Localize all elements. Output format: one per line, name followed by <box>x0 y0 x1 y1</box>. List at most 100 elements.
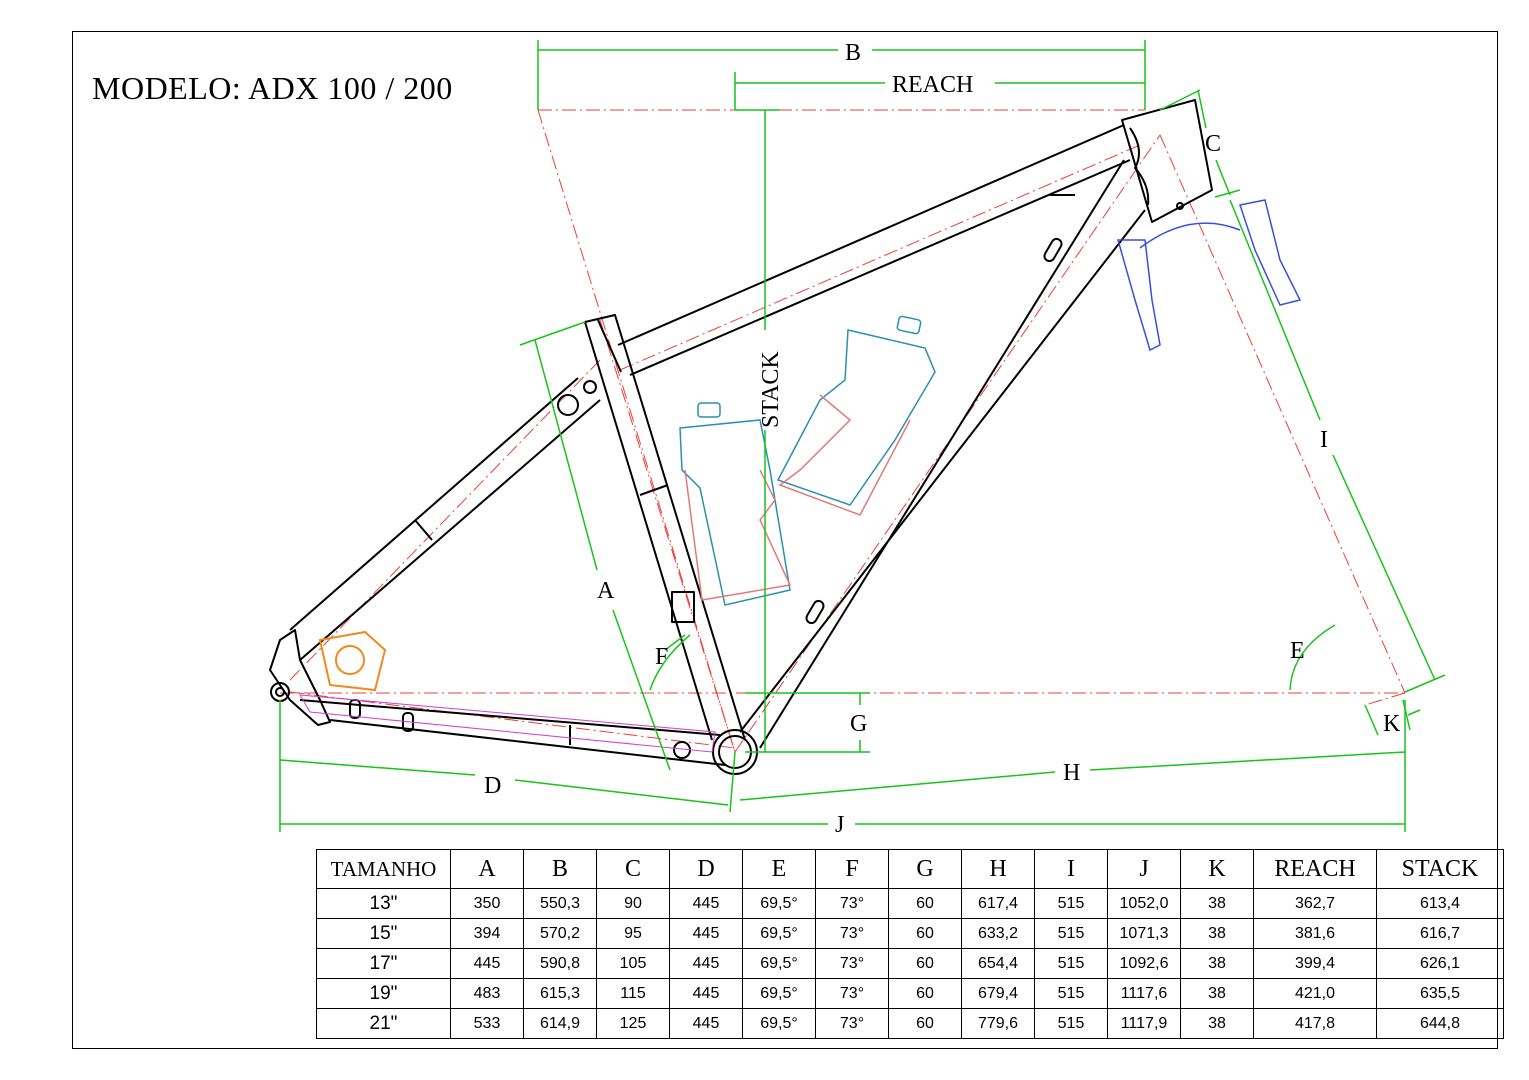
dim-label-c: C <box>1205 131 1221 157</box>
cell-h: 779,6 <box>961 1008 1035 1039</box>
header-b: B <box>523 849 597 889</box>
cell-j: 1117,9 <box>1107 1008 1181 1039</box>
header-h: H <box>961 849 1035 889</box>
cell-a: 483 <box>450 978 524 1009</box>
cell-stack: 616,7 <box>1376 918 1504 949</box>
table-row: 15" 394 570,2 95 445 69,5° 73° 60 633,2 … <box>316 918 1504 949</box>
cell-k: 38 <box>1180 888 1254 919</box>
cell-j: 1052,0 <box>1107 888 1181 919</box>
cell-b: 615,3 <box>523 978 597 1009</box>
table-row: 17" 445 590,8 105 445 69,5° 73° 60 654,4… <box>316 948 1504 979</box>
dim-label-b: B <box>845 40 861 66</box>
cell-reach: 399,4 <box>1253 948 1377 979</box>
cell-h: 617,4 <box>961 888 1035 919</box>
cell-d: 445 <box>669 978 743 1009</box>
cell-g: 60 <box>888 978 962 1009</box>
cell-h: 633,2 <box>961 918 1035 949</box>
dim-label-g: G <box>850 711 867 737</box>
cell-i: 515 <box>1034 888 1108 919</box>
header-i: I <box>1034 849 1108 889</box>
cell-size: 13" <box>316 888 451 919</box>
header-a: A <box>450 849 524 889</box>
cell-b: 614,9 <box>523 1008 597 1039</box>
cell-i: 515 <box>1034 918 1108 949</box>
chainstay-highlight <box>299 694 716 753</box>
cell-stack: 635,5 <box>1376 978 1504 1009</box>
header-c: C <box>596 849 670 889</box>
dim-label-j: J <box>835 812 844 838</box>
drawing-border <box>72 31 1498 1049</box>
dim-label-h: H <box>1063 760 1080 786</box>
header-reach: REACH <box>1253 849 1377 889</box>
cell-k: 38 <box>1180 918 1254 949</box>
dim-label-a: A <box>597 578 615 604</box>
cell-f: 73° <box>815 948 889 979</box>
geometry-table: TAMANHO A B C D E F G H I J K REACH STAC… <box>316 849 1504 1039</box>
cell-a: 445 <box>450 948 524 979</box>
header-g: G <box>888 849 962 889</box>
bottle-cages <box>684 394 911 601</box>
cell-e: 69,5° <box>742 978 816 1009</box>
dim-label-f: F <box>655 644 668 670</box>
cell-size: 17" <box>316 948 451 979</box>
cell-e: 69,5° <box>742 888 816 919</box>
dim-label-i: I <box>1320 427 1328 453</box>
cell-size: 19" <box>316 978 451 1009</box>
cell-e: 69,5° <box>742 918 816 949</box>
cell-d: 445 <box>669 948 743 979</box>
cell-k: 38 <box>1180 948 1254 979</box>
cell-d: 445 <box>669 1008 743 1039</box>
cell-i: 515 <box>1034 1008 1108 1039</box>
construction-lines <box>280 109 1406 753</box>
geometry-table-header-row: TAMANHO A B C D E F G H I J K REACH STAC… <box>316 849 1504 889</box>
disc-brake-caliper <box>318 630 387 692</box>
header-size: TAMANHO <box>316 849 451 889</box>
cell-k: 38 <box>1180 978 1254 1009</box>
cell-stack: 613,4 <box>1376 888 1504 919</box>
cell-b: 590,8 <box>523 948 597 979</box>
cell-reach: 362,7 <box>1253 888 1377 919</box>
cell-f: 73° <box>815 918 889 949</box>
cell-a: 533 <box>450 1008 524 1039</box>
front-fork <box>1117 199 1302 352</box>
cell-d: 445 <box>669 918 743 949</box>
cell-size: 15" <box>316 918 451 949</box>
cell-c: 105 <box>596 948 670 979</box>
cell-i: 515 <box>1034 978 1108 1009</box>
bike-frame <box>269 99 1213 775</box>
cell-b: 570,2 <box>523 918 597 949</box>
cell-a: 350 <box>450 888 524 919</box>
cell-g: 60 <box>888 918 962 949</box>
header-j: J <box>1107 849 1181 889</box>
cell-a: 394 <box>450 918 524 949</box>
cell-h: 654,4 <box>961 948 1035 979</box>
cell-k: 38 <box>1180 1008 1254 1039</box>
cell-b: 550,3 <box>523 888 597 919</box>
cell-g: 60 <box>888 948 962 979</box>
cell-c: 95 <box>596 918 670 949</box>
cell-f: 73° <box>815 1008 889 1039</box>
dimension-label-texts: B REACH C I E A F G K D H J STACK <box>484 40 1401 838</box>
cell-f: 73° <box>815 888 889 919</box>
cell-c: 125 <box>596 1008 670 1039</box>
dimension-lines <box>279 40 1446 832</box>
cell-c: 115 <box>596 978 670 1009</box>
cell-c: 90 <box>596 888 670 919</box>
dim-label-reach: REACH <box>892 72 973 98</box>
cell-e: 69,5° <box>742 1008 816 1039</box>
cell-h: 679,4 <box>961 978 1035 1009</box>
header-stack: STACK <box>1376 849 1504 889</box>
header-d: D <box>669 849 743 889</box>
cell-g: 60 <box>888 888 962 919</box>
model-title: MODELO: ADX 100 / 200 <box>92 70 453 106</box>
cell-reach: 381,6 <box>1253 918 1377 949</box>
table-row: 21" 533 614,9 125 445 69,5° 73° 60 779,6… <box>316 1008 1504 1039</box>
header-k: K <box>1180 849 1254 889</box>
cell-reach: 421,0 <box>1253 978 1377 1009</box>
cell-j: 1071,3 <box>1107 918 1181 949</box>
cell-size: 21" <box>316 1008 451 1039</box>
dim-label-e: E <box>1290 638 1305 664</box>
cell-e: 69,5° <box>742 948 816 979</box>
cell-stack: 644,8 <box>1376 1008 1504 1039</box>
